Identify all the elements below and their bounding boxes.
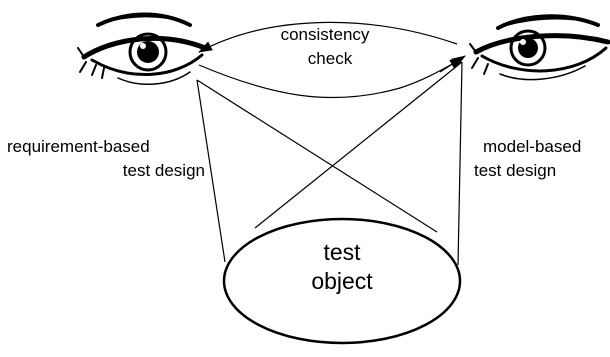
right-eye-icon (469, 14, 610, 81)
object-to-right-eye-right (457, 61, 463, 266)
consistency-label: consistency (281, 25, 370, 44)
test-object-ellipse (222, 217, 462, 345)
consistency-arrow-to-left (198, 21, 458, 53)
left-eye-icon (77, 12, 208, 85)
right-test-design-label: test design (474, 161, 556, 180)
consistency-arrow-to-right (198, 57, 464, 99)
left-test-design-label: test design (123, 161, 205, 180)
check-label: check (308, 49, 353, 68)
model-based-label: model-based (483, 137, 581, 156)
left-eye-to-object-right (196, 79, 438, 233)
object-to-right-eye-left (254, 61, 463, 229)
left-eye-to-object-left (196, 79, 226, 263)
object-label: object (311, 268, 373, 294)
test-label: test (323, 239, 361, 265)
right-eye-arrow-tail (439, 55, 466, 73)
requirement-based-label: requirement-based (7, 137, 150, 156)
